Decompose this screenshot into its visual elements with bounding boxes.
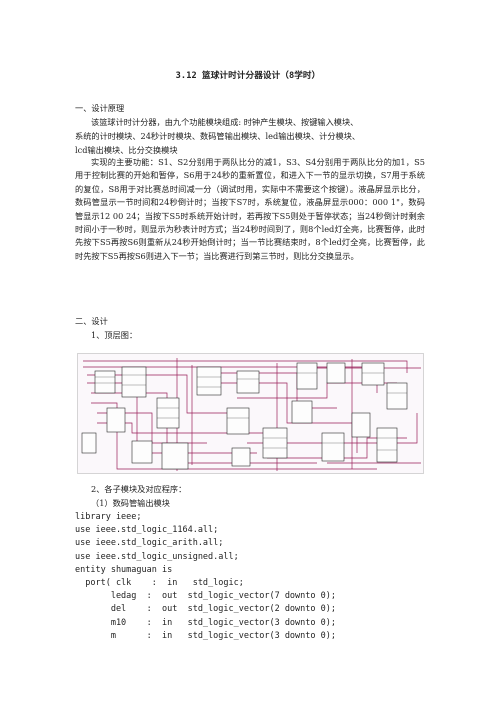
- function-description: 实现的主要功能：S1、S2分别用于两队比分的减1，S3、S4分别用于两队比分的加…: [75, 157, 425, 261]
- code-line: entity shumaguan is: [75, 564, 173, 575]
- section-heading-principle: 一、设计原理: [75, 103, 125, 113]
- code-line: m : in std_logic_vector(3 downto 0);: [75, 630, 336, 641]
- code-line: port( clk : in std_logic;: [75, 578, 244, 589]
- code-line: m10 : in std_logic_vector(3 downto 0);: [75, 617, 336, 628]
- principle-line-3: lcd输出模块、比分交换模块: [75, 145, 178, 155]
- top-level-schematic: [77, 353, 424, 474]
- code-line: library ieee;: [75, 512, 142, 522]
- top-level-label: 1、顶层图：: [91, 330, 138, 340]
- section-heading-design: 二、设计: [75, 316, 108, 326]
- vhdl-code-block: library ieee; use ieee.std_logic_1164.all…: [75, 511, 336, 643]
- principle-line-2: 系统的计时模块、24秒计时模块、数码管输出模块、led输出模块、计分模块、: [75, 131, 361, 141]
- code-line: del : out std_logic_vector(2 downto 0);: [75, 604, 336, 615]
- module-1-label: （1）数码管输出模块: [91, 498, 170, 508]
- principle-line-1: 该篮球计时计分器，由九个功能模块组成: 时钟产生模块、按键输入模块、: [91, 117, 359, 127]
- document-title: 3.12 篮球计时计分器设计（8学时）: [175, 71, 321, 81]
- code-line: ledag : out std_logic_vector(7 downto 0)…: [75, 591, 336, 602]
- submodules-label: 2、各子模块及对应程序：: [91, 484, 187, 494]
- code-line: use ieee.std_logic_1164.all;: [75, 525, 219, 536]
- code-line: use ieee.std_logic_arith.all;: [75, 538, 224, 549]
- code-line: use ieee.std_logic_unsigned.all;: [75, 551, 239, 562]
